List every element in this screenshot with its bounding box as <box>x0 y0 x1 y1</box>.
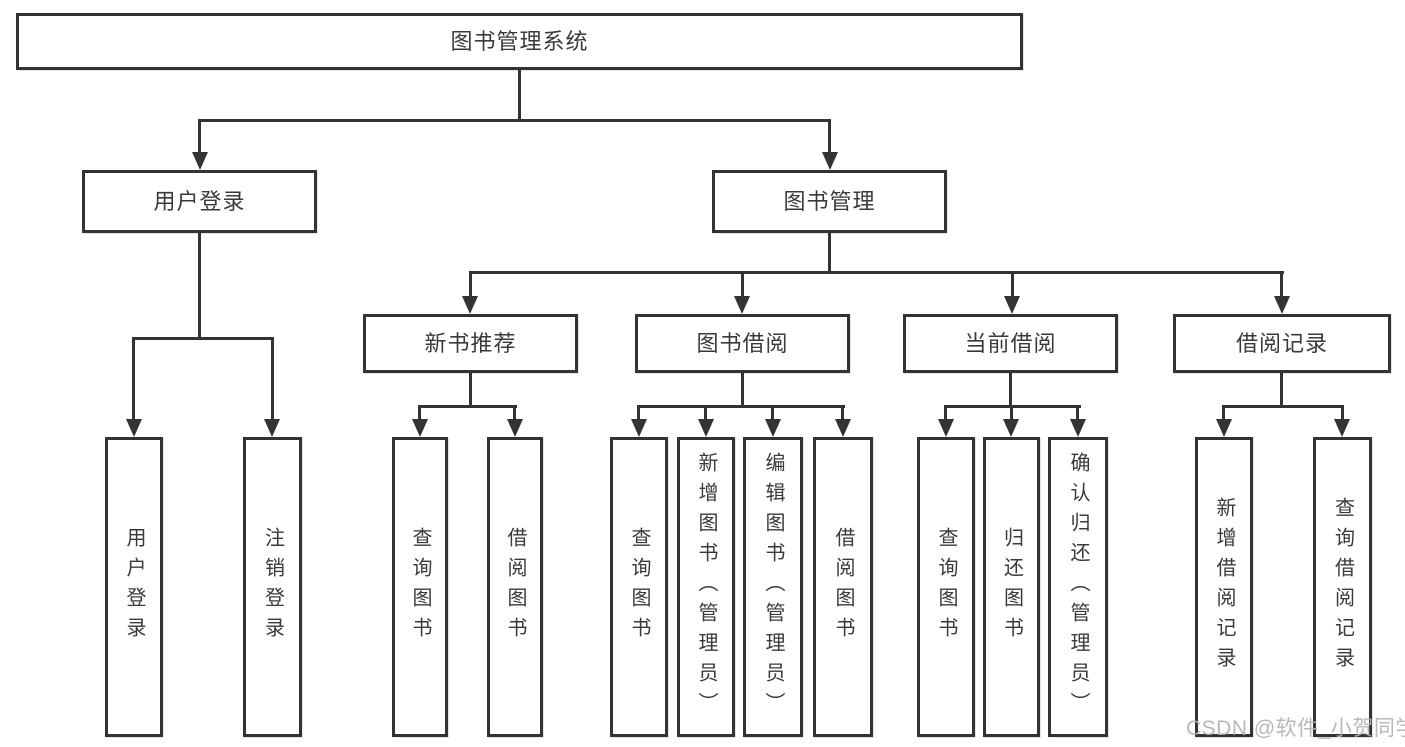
node-book-borrowing: 图书借阅 <box>635 314 850 373</box>
connector-drop <box>944 405 947 419</box>
arrow-down-icon <box>1003 419 1019 437</box>
connector-drop-user-login <box>198 119 201 155</box>
connector-drop <box>1222 405 1225 419</box>
arrow-down-icon <box>412 419 428 437</box>
leaf-records-query-record: 查询借阅记录 <box>1313 437 1372 737</box>
arrow-down-icon <box>1004 296 1020 314</box>
connector-drop <box>771 405 774 419</box>
arrow-down-icon <box>835 419 851 437</box>
connector-drop-records <box>1280 271 1283 296</box>
arrow-down-icon <box>264 419 280 437</box>
connector-records-stem <box>1280 373 1283 405</box>
leaf-borrowing-query-books: 查询图书 <box>610 437 668 737</box>
connector-drop-book-borrowing <box>741 271 744 296</box>
arrow-down-icon <box>507 419 523 437</box>
leaf-current-return-books: 归还图书 <box>983 437 1040 737</box>
arrow-down-icon <box>822 152 838 170</box>
arrow-down-icon <box>698 419 714 437</box>
arrow-down-icon <box>734 296 750 314</box>
arrow-down-icon <box>126 419 142 437</box>
connector-drop-current-borrowing <box>1011 271 1014 296</box>
leaf-logout: 注销登录 <box>243 437 302 737</box>
connector-newbook-stem <box>469 373 472 405</box>
connector-bookmgmt-crossbar <box>469 271 1284 274</box>
connector-drop <box>1010 405 1013 419</box>
leaf-borrowing-borrow-books: 借阅图书 <box>813 437 873 737</box>
arrow-down-icon <box>1274 296 1290 314</box>
leaf-current-query-books: 查询图书 <box>917 437 975 737</box>
connector-root-stem <box>518 70 521 119</box>
leaf-records-add-record: 新增借阅记录 <box>1195 437 1253 737</box>
node-user-login: 用户登录 <box>82 170 317 233</box>
arrow-down-icon <box>631 419 647 437</box>
connector-bookmgmt-stem <box>828 233 831 271</box>
node-book-management: 图书管理 <box>712 170 947 233</box>
leaf-borrowing-edit-books-admin: 编辑图书（管理员） <box>743 437 803 737</box>
arrow-down-icon <box>1334 419 1350 437</box>
connector-drop <box>841 405 844 419</box>
connector-drop <box>1341 405 1344 419</box>
leaf-current-confirm-return-admin: 确认归还（管理员） <box>1048 437 1108 737</box>
connector-drop <box>704 405 707 419</box>
connector-borrowing-stem <box>741 373 744 405</box>
connector-records-crossbar <box>1222 405 1344 408</box>
connector-drop-new-book <box>469 271 472 296</box>
leaf-user-login: 用户登录 <box>105 437 163 737</box>
connector-drop-leaf-logout <box>271 337 274 419</box>
arrow-down-icon <box>192 152 208 170</box>
leaf-borrowing-add-books-admin: 新增图书（管理员） <box>677 437 735 737</box>
node-borrowing-records: 借阅记录 <box>1173 314 1391 373</box>
node-current-borrowing: 当前借阅 <box>903 314 1118 373</box>
node-library-management-system: 图书管理系统 <box>16 13 1023 70</box>
arrow-down-icon <box>1070 419 1086 437</box>
connector-userlogin-stem <box>198 233 201 337</box>
connector-drop <box>418 405 421 419</box>
connector-root-crossbar <box>198 119 831 122</box>
arrow-down-icon <box>938 419 954 437</box>
connector-drop <box>513 405 516 419</box>
connector-userlogin-crossbar <box>132 337 274 340</box>
arrow-down-icon <box>462 296 478 314</box>
csdn-watermark: CSDN @软件_小贺同学 <box>1186 717 1405 740</box>
leaf-newbook-borrow-books: 借阅图书 <box>487 437 543 737</box>
connector-drop-leaf-user-login <box>132 337 135 419</box>
connector-newbook-crossbar <box>418 405 517 408</box>
node-new-book-recommend: 新书推荐 <box>363 314 578 373</box>
arrow-down-icon <box>765 419 781 437</box>
leaf-newbook-query-books: 查询图书 <box>392 437 448 737</box>
connector-borrowing-crossbar <box>637 405 845 408</box>
arrow-down-icon <box>1216 419 1232 437</box>
connector-drop <box>1076 405 1079 419</box>
connector-drop-book-management <box>828 119 831 155</box>
connector-drop <box>637 405 640 419</box>
connector-current-stem <box>1009 373 1012 405</box>
